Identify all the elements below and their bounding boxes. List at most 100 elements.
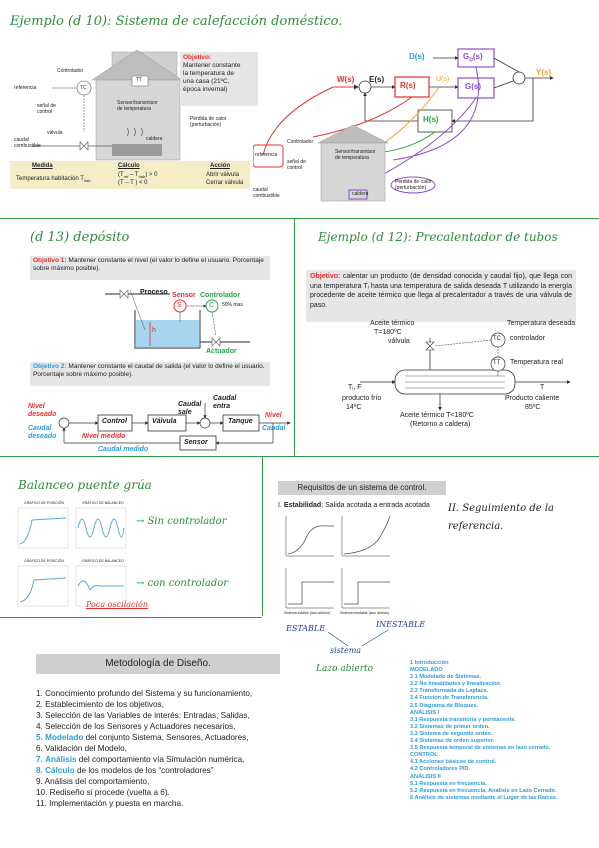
label-caudal-entra: Caudal entra	[213, 395, 237, 410]
toc-item: 2.1 Modelado de Sistemas.	[410, 674, 482, 681]
toc-item: MODELADO	[410, 667, 443, 674]
label-tt: TT	[493, 360, 501, 366]
table-cell: Abrir válvula	[206, 172, 240, 178]
section-title-deposito: (d 13) depósito	[30, 230, 130, 245]
plot-caption: Sistema inestable (lazo abierto)	[340, 611, 390, 615]
label-retorno: (Retorno a caldera)	[410, 421, 471, 428]
objetivo-precalentador: Objetivo: calentar un producto (de densi…	[306, 270, 576, 322]
metodologia-item: 11. Implementación y puesta en marcha.	[36, 799, 184, 808]
label-perturbacion: (perturbación)	[190, 122, 222, 128]
label-sensor2: de temperatura	[117, 106, 151, 112]
mini-sensor: Sensor/transmisor de temperatura	[335, 149, 376, 161]
heat-exchanger-schematic: Aceite térmico T=180ºC válvula Temperatu…	[300, 320, 595, 450]
section-title-precalentador: Ejemplo (d 12): Precalentador de tubos	[318, 230, 558, 244]
label-senal: señal de	[37, 103, 56, 109]
label-caudal: Caudal	[262, 425, 286, 432]
section-separator	[294, 218, 295, 456]
label-valvula: válvula	[47, 130, 63, 136]
mini-caldera: caldera	[352, 191, 369, 197]
label-t85: 85ºC	[525, 404, 541, 411]
label-caudal: caudal	[14, 137, 29, 143]
label-tc: TC	[80, 85, 87, 91]
label-estable: ESTABLE	[286, 624, 326, 633]
label-caudal-deseado: Caudal deseado	[28, 425, 57, 440]
toc-item: CONTROL	[410, 752, 438, 759]
table-header: Acción	[210, 163, 231, 169]
label-referencia: referencia	[14, 85, 37, 91]
table-cell: (Tref – Thab) > 0	[118, 172, 158, 180]
label-controlador: controlador	[510, 335, 546, 342]
section-title-calefaccion: Ejemplo (d 10): Sistema de calefacción d…	[10, 14, 343, 29]
toc-item: 2.2 No linealidades y linealización.	[410, 681, 502, 688]
table-header: Cálculo	[118, 163, 140, 169]
label-producto-frio: producto frío	[342, 395, 382, 402]
signal-w: W(s)	[337, 75, 355, 84]
estabilidad-plots: Sistema estable (lazo abierto) Sistema i…	[278, 512, 398, 620]
signal-e: E(s)	[369, 75, 385, 84]
table-cell: Temperatura habitación Thab	[16, 176, 91, 184]
block-tanque: Tanque	[228, 418, 253, 425]
block-r: R(s)	[400, 81, 416, 90]
metodologia-item: 6. Validación del Modelo,	[36, 744, 127, 753]
seguimiento-label: II. Seguimiento de la referencia.	[448, 503, 554, 532]
toc-item: 2.4 Función de Transferencia.	[410, 695, 489, 702]
label-caudal-sale: Caudal sale	[178, 401, 202, 416]
block-control: Control	[102, 418, 127, 425]
label-sin-controlador: → Sin controlador	[136, 516, 227, 527]
label-poca-oscilacion: Poca oscilación	[86, 600, 148, 609]
section-separator	[0, 456, 599, 457]
toc-item: ANÁLISIS II	[410, 773, 441, 780]
label-controlador: Controlador	[57, 68, 84, 74]
metodologia-item: 7. Análisis del comportamiento vía Simul…	[36, 755, 245, 764]
toc-item: 3.3 Sistema de segundo orden.	[410, 730, 493, 737]
action-table: Medida Cálculo Acción Temperatura habita…	[10, 161, 250, 189]
objetivo2-box: Objetivo 2: Mantener constante el caudal…	[30, 362, 270, 386]
label-producto-caliente: Producto caliente	[505, 395, 560, 402]
label-t14: 14ºC	[346, 404, 362, 411]
label-h: h	[152, 327, 156, 334]
label-t: T	[540, 384, 545, 391]
toc-item: 5.2 Respuesta en frecuencia. Análisis en…	[410, 787, 557, 794]
label-perdida: Pérdida de calor	[190, 116, 227, 122]
block-h: H(s)	[423, 115, 439, 124]
toc-item: 1 Introducción	[410, 660, 449, 666]
label-t180: T=180ºC	[374, 329, 402, 336]
house-schematic: Controlador referencia TC TT señal de co…	[12, 40, 252, 190]
table-cell: (T – T ) < 0	[118, 180, 148, 186]
toc-item: 4.2 Controladores PID.	[410, 766, 470, 773]
mini-senal: señal de control	[287, 159, 306, 171]
metodologia-header: Metodología de Diseño.	[36, 654, 280, 674]
mini-perdida: Pérdida de calor (perturbación)	[395, 179, 432, 191]
section-title-puente-grua: Balanceo puente grúa	[18, 478, 152, 492]
estabilidad-plot-drawing	[285, 515, 391, 609]
toc-item: 3.2 Sistemas de primer orden.	[410, 723, 490, 730]
label-lazo-abierto: Lazo abierto	[316, 664, 374, 674]
plot-caption: Sistema estable (lazo abierto)	[284, 611, 331, 615]
estable-connector	[327, 629, 389, 647]
section-separator	[0, 218, 599, 219]
metodologia-item: 4. Selección de los Sensores y Actuadore…	[36, 722, 236, 731]
signal-d: D(s)	[409, 52, 425, 61]
table-cell: Cerrar válvula	[206, 180, 244, 186]
section-separator	[0, 617, 262, 618]
label-s: S	[177, 302, 182, 309]
label-sistema: sistema	[330, 646, 362, 655]
metodologia-item: 3. Selección de las Variables de interés…	[36, 711, 250, 720]
label-nivel-medido: Nivel medido	[82, 433, 126, 440]
toc-item: 2.3 Transformada de Laplace.	[410, 688, 489, 695]
signal-y: Y(s)	[536, 68, 552, 77]
block-g: G(s)	[465, 82, 481, 91]
label-inestable: INESTABLE	[376, 620, 426, 629]
objetivo-box: Objetivo: Mantener constante la temperat…	[180, 52, 258, 106]
requisitos-header: Requisitos de un sistema de control.	[278, 481, 446, 495]
label-caudal-medido: Caudal medido	[98, 446, 149, 453]
heat-exchanger-drawing	[360, 332, 571, 411]
puente-grua-plot-drawing	[17, 507, 127, 607]
mini-caudal: caudal combustible	[253, 187, 280, 199]
label-caldera: caldera	[146, 136, 163, 142]
label-tt: TT	[136, 77, 143, 83]
toc-item: 3.5 Respuesta temporal de sistemas en la…	[410, 745, 551, 752]
label-temp-deseada: Temperatura deseada	[507, 320, 576, 327]
block-diagram-calefaccion: W(s) E(s) R(s) D(s) GD(s) G(s) H(s) U(s)…	[252, 45, 593, 205]
metodologia-item: 1. Conocimiento profundo del Sistema y s…	[36, 689, 253, 698]
